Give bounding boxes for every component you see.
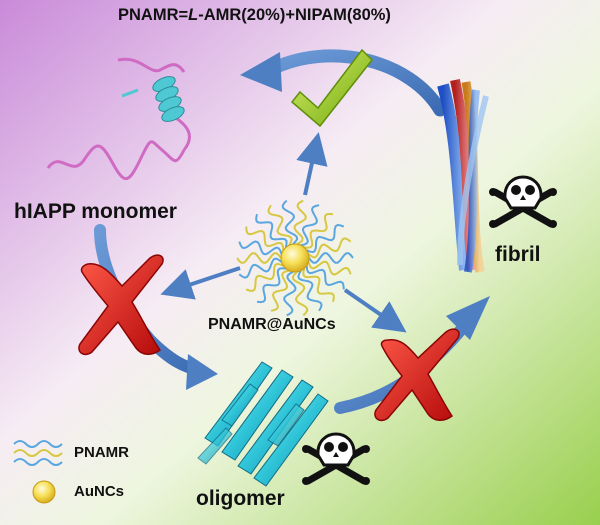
polymer-chain [270,269,290,312]
polymer-chain [297,270,323,312]
title-italic: L [188,6,199,24]
legend-gold-label: AuNCs [74,483,125,500]
hiapp-monomer-structure [46,57,191,181]
skull-icon-fibril [489,175,557,228]
polymer-chain [236,252,282,264]
label-pnamr-aunc: PNAMR@AuNCs [208,316,336,333]
polymer-chain [304,212,334,249]
polymer-chain [300,204,320,247]
polymer-chain [256,267,286,304]
polymer-chain [245,226,285,251]
fibril-bundle [437,78,489,273]
polymer-chain [302,268,335,303]
pnamr-aunc-particle [236,199,354,317]
polymer-chain [305,265,345,290]
legend-polymer-swatch [13,440,63,466]
polymer-chain [307,237,352,259]
legend-polymer-label: PNAMR [74,444,129,461]
legend-gold-swatch [32,480,56,504]
arrow-to-check [296,132,328,196]
polymer-chain [308,252,354,264]
label-hiapp-monomer: hIAPP monomer [14,200,177,223]
oligomer-structure [197,361,329,487]
polymer-chain [281,199,299,245]
polymer-chain [307,260,352,276]
title-rest: -AMR(20%)+NIPAM(80%) [198,6,391,24]
gold-core [280,243,310,273]
polymer-chain [245,262,284,293]
polymer-chain [267,204,293,246]
polymer-chain [238,257,283,279]
arrow-to-left-cross [160,266,241,300]
label-fibril: fibril [495,243,541,266]
check-mark-icon [290,48,374,128]
polymer-chain [306,223,345,254]
red-cross-icon-right [374,328,460,422]
polymer-chain [255,213,288,248]
title-prefix: PNAMR= [118,6,189,24]
diagram-title: PNAMR=L-AMR(20%)+NIPAM(80%) [118,6,391,25]
skull-icon-oligomer [302,432,370,485]
red-cross-icon-left [78,254,164,356]
label-oligomer: oligomer [196,487,285,510]
polymer-chain [238,240,283,256]
polymer-chain [293,199,307,245]
polymer-chain [291,271,309,317]
arrow-to-right-cross [343,288,407,333]
polymer-chain [283,271,297,317]
